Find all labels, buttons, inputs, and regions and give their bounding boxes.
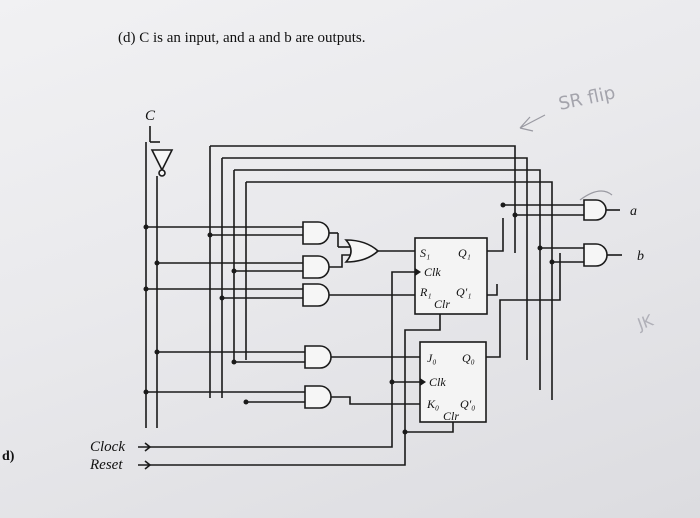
ff0-k-label: K₀ (426, 397, 439, 411)
junction (143, 286, 149, 292)
junction (207, 232, 213, 238)
junction (219, 295, 225, 301)
and-gate-b (583, 243, 608, 267)
pencil-arrow (519, 114, 546, 132)
ff1-r-label: R₁ (419, 285, 432, 299)
output-a-label: a (630, 204, 637, 219)
reset-arrow (138, 460, 152, 470)
junction (549, 259, 555, 265)
junction (231, 359, 237, 365)
clock-label: Clock (90, 439, 125, 455)
junction (231, 268, 237, 274)
junction (389, 379, 395, 385)
junction (402, 429, 408, 435)
feedback-2 (222, 157, 528, 360)
ff1-qp-label: Q'₁ (456, 285, 471, 299)
pencil-stroke-a (579, 190, 613, 201)
clock-arrow (138, 442, 152, 452)
ff1-qp-out (487, 284, 498, 296)
ff0-qp-label: Q'₀ (460, 397, 475, 411)
ff0-q-out (486, 253, 561, 358)
ff1-s-label: S₁ (420, 246, 430, 260)
ff0-clr-label: Clr (443, 409, 459, 423)
and-gate-3 (302, 283, 330, 307)
junction (512, 212, 518, 218)
clock-line (150, 271, 415, 448)
and-gate-2 (302, 255, 330, 279)
feedback-4 (246, 181, 553, 400)
margin-label: d) (2, 449, 15, 464)
feedback-1 (210, 145, 516, 253)
wire-g2-to-or (329, 254, 350, 268)
junction (143, 389, 149, 395)
problem-title: (d) C is an input, and a and b are outpu… (118, 30, 365, 46)
reset-label: Reset (89, 457, 123, 473)
and-gate-1 (302, 221, 330, 245)
ff0-q-label: Q₀ (462, 351, 475, 365)
junction (500, 202, 506, 208)
wire-g5-to-k0 (331, 396, 420, 405)
ff0-j-label: J₀ (427, 351, 437, 365)
feedback-3 (234, 169, 541, 390)
pencil-note-right: SR flip (557, 82, 618, 114)
or-gate (344, 239, 380, 263)
inverter-bubble (158, 169, 166, 177)
reset-line (150, 422, 454, 466)
ff1-q-label: Q₁ (458, 246, 471, 260)
input-c-label: C (145, 108, 156, 124)
inverter-gate (150, 149, 174, 172)
ff0-clock-marker (420, 378, 426, 386)
junction (154, 349, 160, 355)
ff1-clock-marker (415, 268, 421, 276)
ff1-q-out (487, 218, 504, 252)
junction (143, 224, 149, 230)
output-b-label: b (637, 249, 644, 264)
and-gate-5 (304, 385, 332, 409)
pencil-note-edge: JK (634, 311, 656, 335)
junction (154, 260, 160, 266)
reset-to-ff1 (404, 314, 441, 432)
flip-flop-1-box (414, 237, 488, 315)
and-gate-4 (304, 345, 332, 369)
ff1-clk-label: Clk (424, 265, 441, 279)
junction (537, 245, 543, 251)
ff1-clr-label: Clr (434, 297, 450, 311)
and-gate-a (583, 199, 607, 221)
junction (243, 399, 249, 405)
ff0-clk-label: Clk (429, 375, 446, 389)
